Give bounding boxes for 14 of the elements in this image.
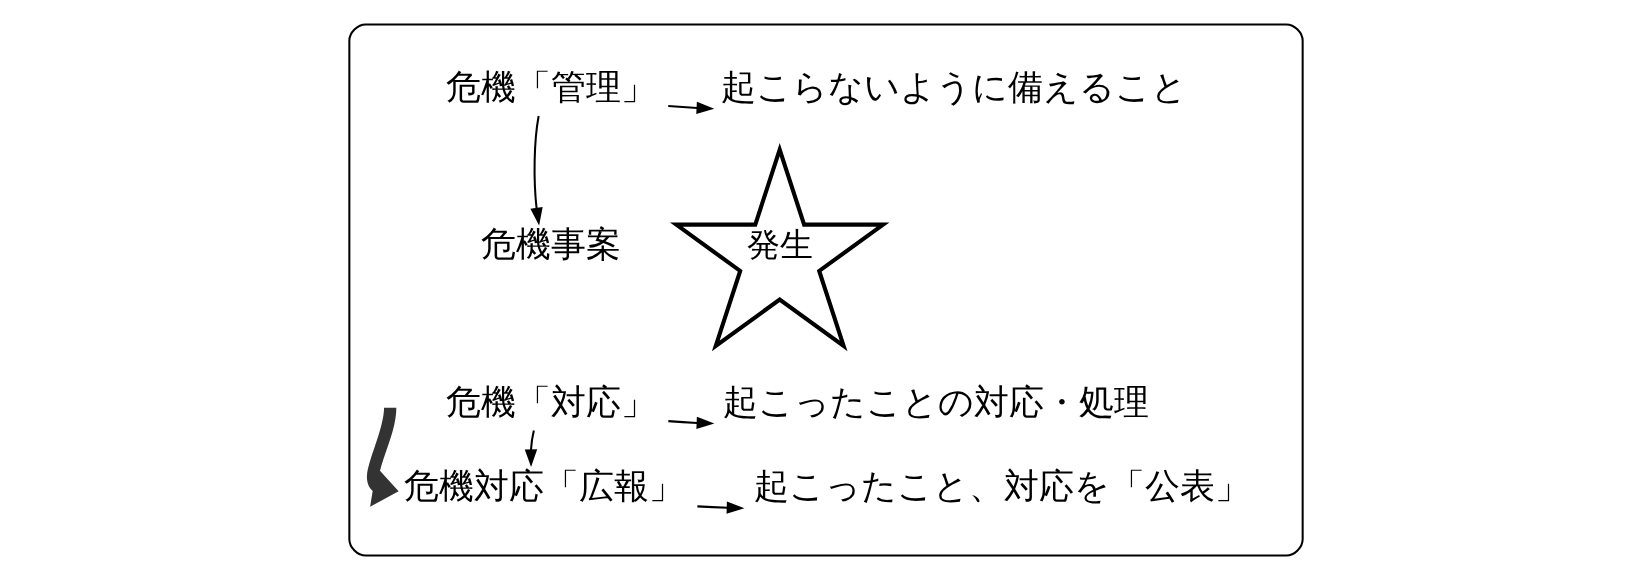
arrow <box>524 430 538 468</box>
arrow <box>668 101 715 115</box>
node-text: 起こったことの対応・処理 <box>723 380 1150 422</box>
node-text: 起こったこと、対応を「公表」 <box>753 465 1250 507</box>
node-text: 起こらないように備えること <box>721 66 1188 108</box>
arrow <box>367 407 399 507</box>
cluster <box>348 23 1304 557</box>
arrow <box>697 501 745 514</box>
arrow <box>530 115 543 226</box>
arrow <box>668 416 715 430</box>
node-text: 危機事案 <box>480 223 621 265</box>
node-text: 危機対応「広報」 <box>404 465 685 507</box>
node-text: 危機「管理」 <box>445 66 656 108</box>
node-text: 危機「対応」 <box>445 380 656 422</box>
